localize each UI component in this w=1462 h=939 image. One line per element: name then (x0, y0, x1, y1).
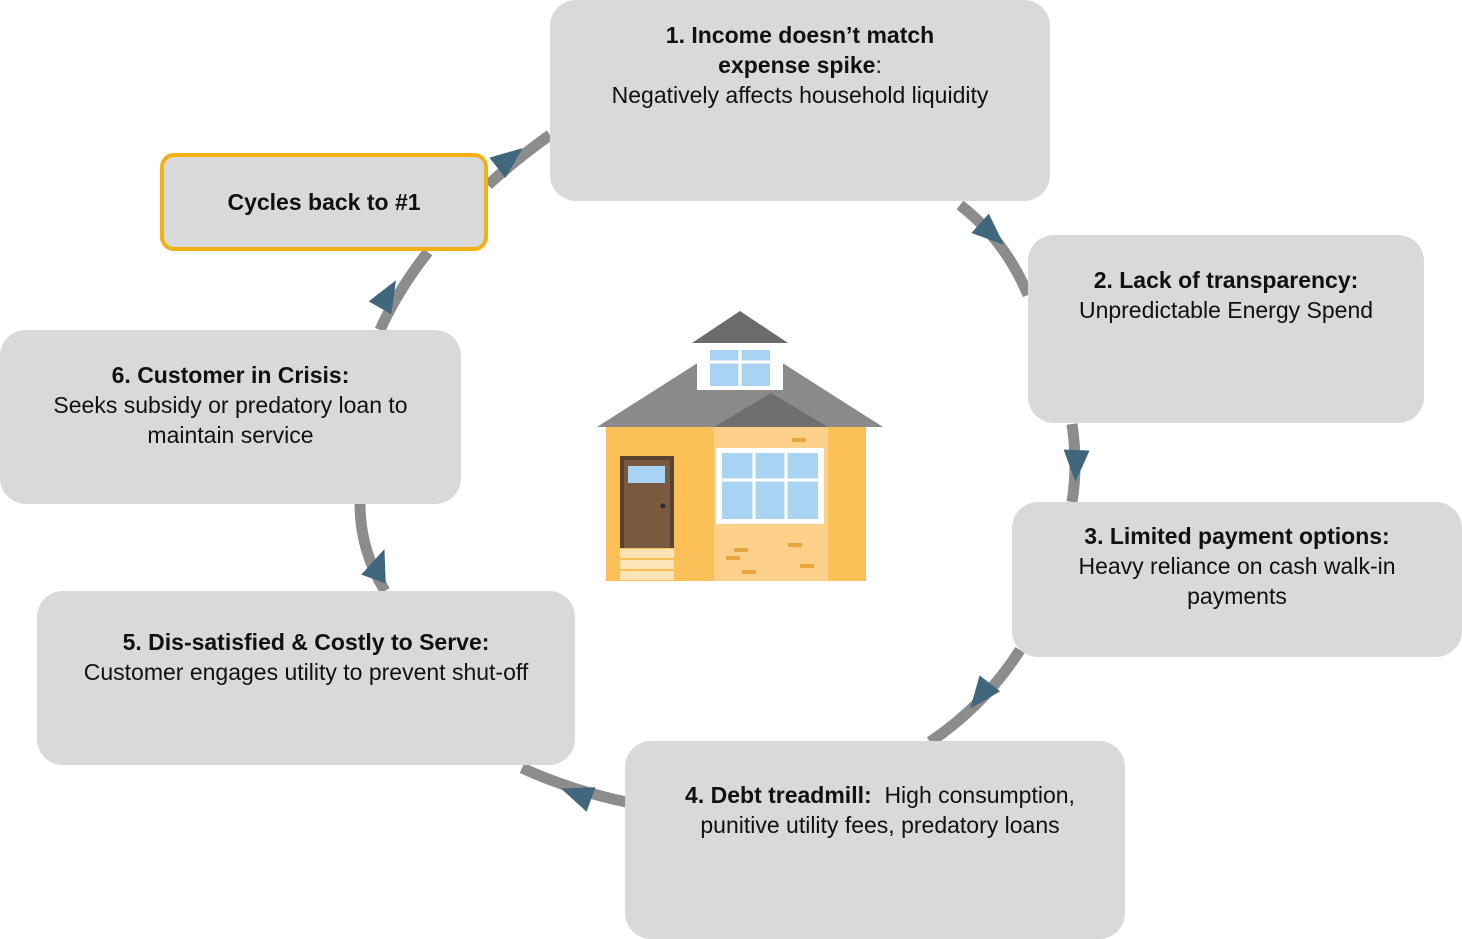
step-1-title: 1. Income doesn’t match expense spike: (550, 20, 1050, 80)
arrowheads (361, 148, 1090, 812)
step-1-body: Negatively affects household liquidity (611, 82, 989, 108)
step-1-title-text: 1. Income doesn’t match expense spike (665, 22, 935, 78)
step-2-body: Unpredictable Energy Spend (1078, 297, 1374, 323)
connector-1-2 (956, 200, 1034, 298)
cycle-back-label: Cycles back to #1 (227, 188, 421, 215)
step-1-box: 1. Income doesn’t match expense spike: N… (550, 0, 1050, 201)
step-6-box: 6. Customer in Crisis: Seeks subsidy or … (0, 330, 461, 504)
step-3-title: 3. Limited payment options: (1084, 523, 1390, 549)
connector-6-cycle (374, 248, 433, 333)
house-icon (597, 311, 883, 581)
step-6-title-suffix: : (341, 362, 350, 388)
connector-4-5 (519, 762, 628, 808)
arrowhead-icon (1063, 449, 1090, 482)
step-5-body: Customer engages utility to prevent shut… (83, 659, 529, 685)
arrowhead-icon (970, 675, 1001, 709)
arrowhead-icon (361, 548, 386, 584)
step-4-title: 4. Debt treadmill: (685, 782, 872, 808)
arrowhead-icon (971, 213, 1004, 245)
connector-5-6 (354, 503, 390, 594)
step-2-box: 2. Lack of transparency: Unpredictable E… (1028, 235, 1424, 423)
connector-cycle-1 (484, 130, 554, 190)
step-4-box: 4. Debt treadmill: High consumption, pun… (625, 741, 1125, 939)
arrowhead-icon (368, 280, 396, 315)
arrowhead-icon (489, 148, 523, 179)
arrowhead-icon (560, 787, 596, 812)
step-3-box: 3. Limited payment options: Heavy relian… (1012, 502, 1462, 657)
step-2-title: 2. Lack of transparency: (1093, 267, 1359, 293)
cycle-back-box: Cycles back to #1 (160, 153, 488, 251)
step-1-title-suffix: : (875, 52, 882, 78)
step-5-box: 5. Dis-satisfied & Costly to Serve: Cust… (37, 591, 575, 765)
step-3-body: Heavy reliance on cash walk-in payments (1078, 553, 1396, 609)
step-6-body: Seeks subsidy or predatory loan to maint… (53, 392, 408, 448)
step-6-title: 6. Customer in Crisis (111, 362, 342, 388)
step-4-body: High consumption, punitive utility fees,… (700, 782, 1075, 838)
step-5-title: 5. Dis-satisfied & Costly to Serve: (122, 629, 490, 655)
